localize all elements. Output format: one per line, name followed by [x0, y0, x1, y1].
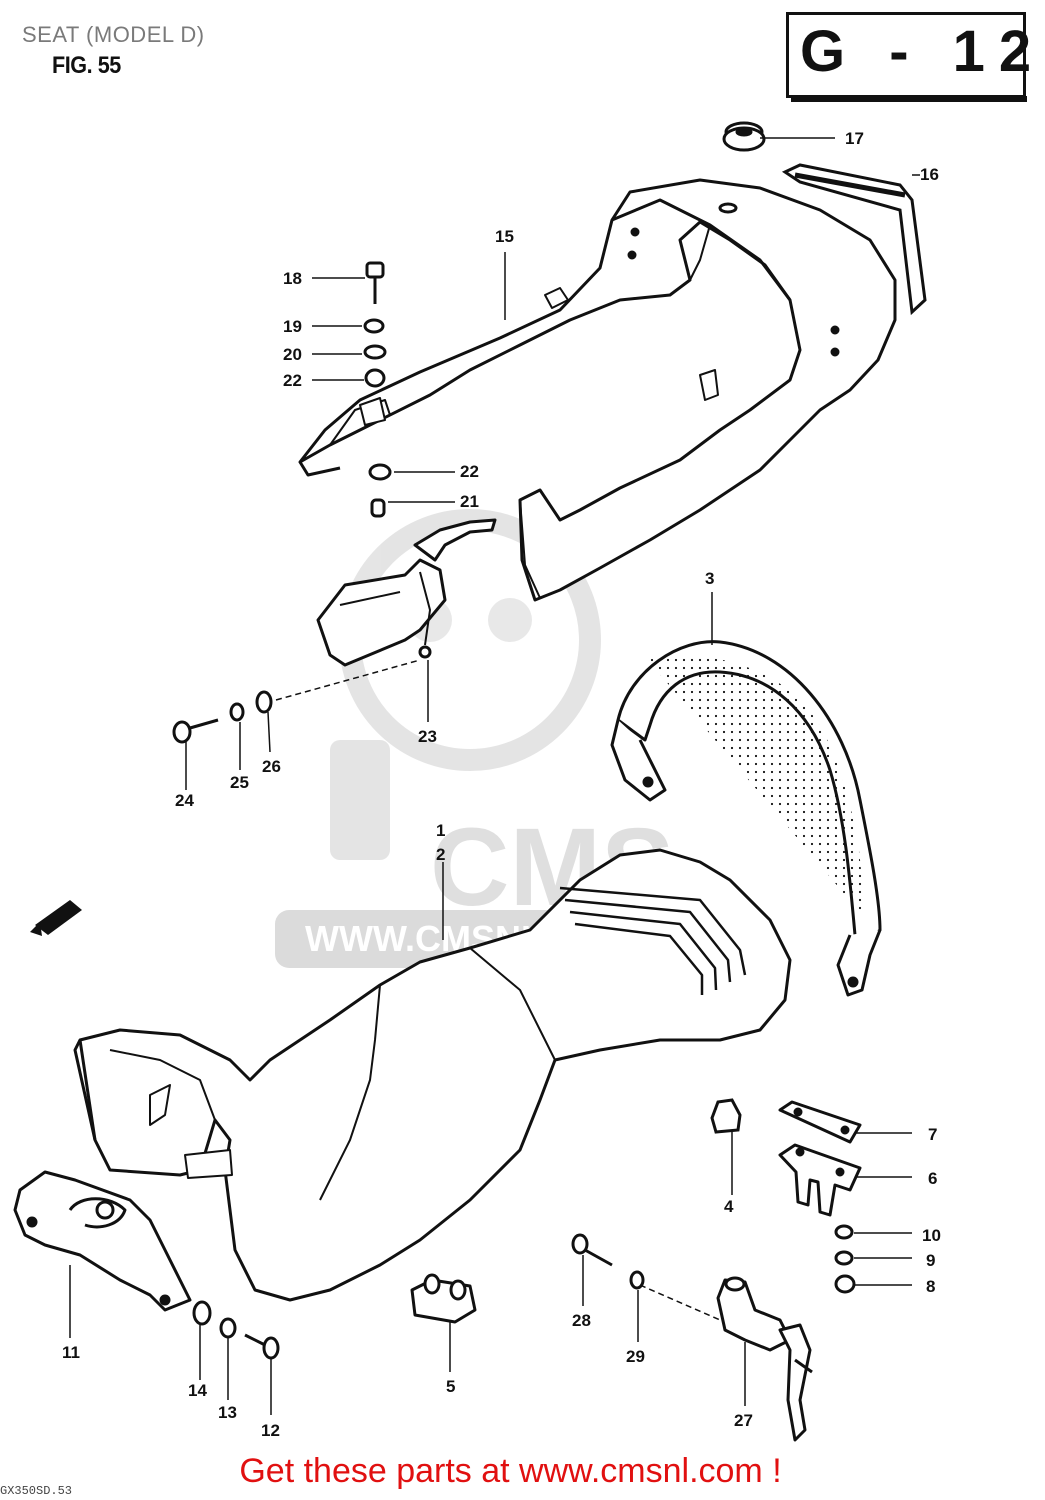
part-5-cushion[interactable] — [410, 1273, 477, 1324]
callout-7: 7 — [928, 1125, 937, 1144]
callout-14: 14 — [188, 1381, 207, 1400]
part-4-cushion[interactable] — [710, 1098, 742, 1134]
part-27-seat-lock[interactable] — [716, 1276, 813, 1442]
part-26-washer[interactable] — [255, 690, 273, 714]
callout-22: 22 — [460, 462, 479, 481]
part-24-bolt[interactable] — [172, 718, 219, 744]
callout-9: 9 — [926, 1251, 935, 1270]
callout-8: 8 — [926, 1277, 935, 1296]
part-7-plate[interactable] — [778, 1100, 862, 1144]
callout-16: 16 — [920, 165, 939, 184]
parts-diagram-page: SEAT (MODEL D) FIG. 55 G - 12 CMS WWW.CM… — [0, 12, 1031, 1498]
callout-20: 20 — [283, 345, 302, 364]
callout-19: 19 — [283, 317, 302, 336]
part-13-washer[interactable] — [219, 1317, 237, 1339]
callout-2: 2 — [436, 845, 445, 864]
callout-labels: 17 16 15 18 19 20 22 22 21 3 23 24 25 26… — [62, 129, 941, 1440]
watermark-eye-icon — [488, 598, 532, 642]
part-16-grab-strip[interactable] — [781, 163, 927, 316]
part-28-bolt[interactable] — [571, 1233, 613, 1267]
section-code: G - 12 — [800, 19, 1045, 84]
callout-22: 22 — [283, 371, 302, 390]
callout-21: 21 — [460, 492, 479, 511]
part-22-nut-upper[interactable] — [364, 368, 386, 388]
callout-13: 13 — [218, 1403, 237, 1422]
callout-12: 12 — [261, 1421, 280, 1440]
callout-18: 18 — [283, 269, 302, 288]
callout-3: 3 — [705, 569, 714, 588]
callout-4: 4 — [724, 1197, 734, 1216]
part-12-bolt[interactable] — [244, 1333, 280, 1360]
callout-17: 17 — [845, 129, 864, 148]
part-25-washer[interactable] — [229, 702, 245, 722]
part-8-nut[interactable] — [834, 1274, 856, 1294]
callout-10: 10 — [922, 1226, 941, 1245]
callout-11: 11 — [62, 1343, 80, 1362]
callout-25: 25 — [230, 773, 249, 792]
part-10-washer[interactable] — [834, 1224, 854, 1240]
callout-5: 5 — [446, 1377, 455, 1396]
part-23-lock-bracket[interactable] — [316, 518, 497, 667]
part-6-hinge[interactable] — [778, 1143, 862, 1217]
part-19-washer[interactable] — [363, 318, 385, 334]
part-14-washer[interactable] — [192, 1300, 212, 1326]
drawing-code: GX350SD.53 — [0, 1484, 73, 1498]
part-22-nut-lower[interactable] — [368, 463, 392, 481]
callout-26: 26 — [262, 757, 281, 776]
part-29-washer[interactable] — [629, 1270, 645, 1290]
front-arrow-icon — [30, 900, 82, 936]
part-21-cushion[interactable] — [370, 498, 386, 518]
callout-24: 24 — [175, 791, 194, 810]
section-box — [786, 12, 1026, 98]
callout-1: 1 — [436, 821, 445, 840]
part-17-grommet[interactable] — [722, 121, 766, 152]
get-parts-link[interactable]: Get these parts at www.cmsnl.com ! — [239, 1452, 782, 1490]
callout-29: 29 — [626, 1347, 645, 1366]
callout-6: 6 — [928, 1169, 937, 1188]
part-20-washer[interactable] — [363, 344, 387, 360]
exploded-diagram: CMS WWW.CMSNL.COM — [13, 121, 941, 1442]
callout-27: 27 — [734, 1411, 753, 1430]
callout-15: 15 — [495, 227, 514, 246]
part-18-bolt[interactable] — [365, 261, 385, 304]
callout-28: 28 — [572, 1311, 591, 1330]
part-9-washer[interactable] — [834, 1250, 854, 1266]
part-11-front-bracket[interactable] — [13, 1170, 192, 1312]
part-15-tail-cowl[interactable] — [298, 178, 897, 602]
watermark-body-shape — [330, 740, 390, 860]
leader-lines — [69, 137, 920, 1415]
page-title: SEAT (MODEL D) — [22, 22, 205, 47]
figure-label: FIG. 55 — [52, 52, 121, 79]
callout-23: 23 — [418, 727, 437, 746]
part-3-seat-strap[interactable] — [610, 640, 882, 997]
part-1-2-seat[interactable] — [73, 848, 792, 1302]
